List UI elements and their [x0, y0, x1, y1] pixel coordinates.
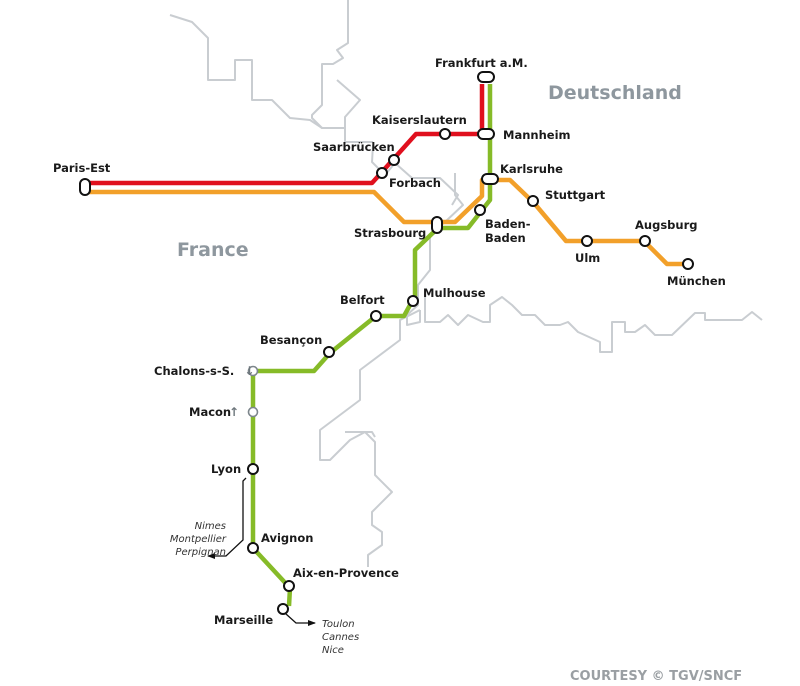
station-label: Belfort — [340, 293, 385, 307]
station-marker-icon — [370, 310, 382, 322]
station-karlsruhe[interactable]: Karlsruhe — [481, 162, 563, 185]
station-label: Macon — [189, 405, 231, 419]
station-frankfurt-a-m[interactable]: Frankfurt a.M. — [435, 56, 528, 83]
station-lyon[interactable]: Lyon — [211, 462, 259, 476]
border-line — [169, 14, 345, 129]
station-label: Karlsruhe — [500, 162, 563, 176]
interchange-marker-icon — [481, 173, 499, 185]
station-stuttgart[interactable]: Stuttgart — [527, 188, 606, 207]
station-marker-icon — [639, 235, 651, 247]
country-label-deutschland: Deutschland — [548, 82, 682, 104]
destination-connectors — [207, 477, 316, 626]
arrow-up-icon: ↑ — [229, 405, 239, 419]
station-marker-icon — [247, 463, 259, 475]
station-marker-icon — [247, 365, 259, 377]
arrow-icon — [285, 613, 316, 626]
terminal-marker-icon — [431, 216, 443, 234]
station-marker-icon — [323, 346, 335, 358]
station-forbach[interactable]: Forbach — [376, 167, 441, 190]
station-besan-on[interactable]: Besançon — [260, 333, 335, 358]
station-label: Augsburg — [635, 218, 698, 232]
station-kaiserslautern[interactable]: Kaiserslautern — [372, 113, 467, 140]
station-mannheim[interactable]: Mannheim — [477, 128, 571, 142]
station-marker-icon — [581, 235, 593, 247]
interchange-marker-icon — [477, 71, 495, 83]
station-label: Mulhouse — [423, 286, 486, 300]
station-marker-icon — [277, 603, 289, 615]
station-label: Paris-Est — [53, 161, 111, 175]
station-marker-icon — [388, 154, 400, 166]
station-avignon[interactable]: Avignon — [247, 531, 313, 554]
station-marker-icon — [407, 295, 419, 307]
station-chalons-s-s[interactable]: Chalons-s-S. ↓ — [154, 364, 259, 378]
station-label: Forbach — [389, 176, 441, 190]
station-marseille[interactable]: Marseille — [214, 603, 289, 627]
station-ulm[interactable]: Ulm — [575, 235, 600, 265]
station-marker-icon — [283, 580, 295, 592]
station-label: Baden-Baden — [485, 217, 531, 245]
arrow-down-icon: ↓ — [244, 364, 254, 378]
station-marker-icon — [682, 258, 694, 270]
station-marker-icon — [474, 204, 486, 216]
station-macon[interactable]: Macon↑ — [189, 405, 259, 419]
border-line — [345, 431, 393, 567]
station-marker-icon — [376, 167, 388, 179]
stations: Frankfurt a.M. Mannheim KaiserslauternSaar… — [53, 56, 726, 627]
station-label: Strasbourg — [354, 226, 426, 240]
terminal-marker-icon — [79, 178, 91, 196]
border-line — [406, 173, 464, 326]
station-label: Marseille — [214, 613, 273, 627]
station-marker-icon — [247, 542, 259, 554]
station-label: Mannheim — [503, 128, 571, 142]
arrow-icon — [207, 477, 247, 559]
country-borders — [169, 0, 763, 567]
station-label: Kaiserslautern — [372, 113, 467, 127]
station-label: München — [667, 274, 726, 288]
station-label: Besançon — [260, 333, 322, 347]
country-label-france: France — [177, 239, 249, 261]
station-label: Stuttgart — [545, 188, 606, 202]
station-marker-icon — [527, 195, 539, 207]
border-line — [311, 0, 349, 142]
station-label: Chalons-s-S. — [154, 364, 234, 378]
station-strasbourg[interactable]: Strasbourg — [354, 216, 443, 240]
station-label: Avignon — [261, 531, 313, 545]
station-label: Lyon — [211, 462, 241, 476]
station-marker-icon — [247, 406, 259, 418]
station-m-nchen[interactable]: München — [667, 258, 726, 288]
station-label: Frankfurt a.M. — [435, 56, 528, 70]
rail-line-paris-est-frankfurt-a-m — [86, 84, 485, 186]
station-marker-icon — [439, 128, 451, 140]
station-label: Ulm — [575, 251, 600, 265]
station-label: Aix-en-Provence — [293, 566, 399, 580]
credit-text: COURTESY © TGV/SNCF — [570, 669, 742, 684]
station-belfort[interactable]: Belfort — [340, 293, 385, 322]
station-paris-est[interactable]: Paris-Est — [53, 161, 111, 196]
station-mulhouse[interactable]: Mulhouse — [407, 286, 486, 307]
station-baden-baden[interactable]: Baden-Baden — [474, 204, 531, 245]
station-label: Saarbrücken — [313, 140, 395, 154]
station-saarbr-cken[interactable]: Saarbrücken — [313, 140, 400, 166]
rail-lines — [86, 84, 687, 607]
station-aix-en-provence[interactable]: Aix-en-Provence — [283, 566, 399, 592]
rail-line-frankfurt-a-m-marseille — [250, 84, 493, 607]
station-augsburg[interactable]: Augsburg — [635, 218, 698, 247]
border-line — [336, 79, 373, 143]
interchange-marker-icon — [477, 128, 495, 140]
border-line — [424, 296, 763, 353]
